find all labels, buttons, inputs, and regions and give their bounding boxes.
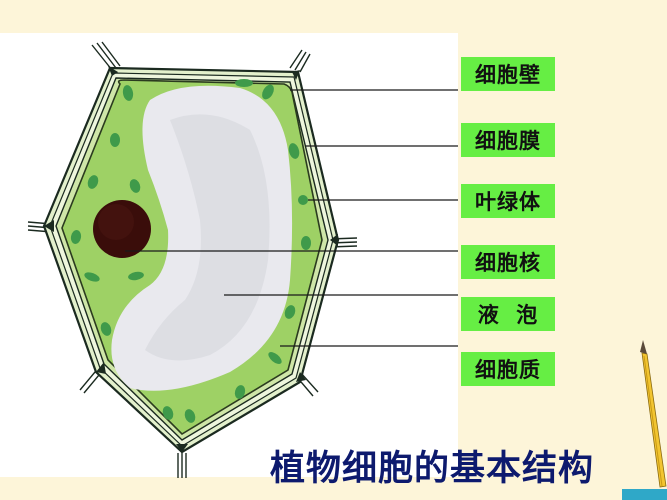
leader-lines xyxy=(125,89,458,347)
diagram-title: 植物细胞的基本结构 xyxy=(270,449,595,489)
slide-nav-button[interactable] xyxy=(622,489,667,500)
label-cytoplasm: 细胞质 xyxy=(461,352,555,386)
label-vacuole: 液 泡 xyxy=(461,297,555,331)
label-chloroplast: 叶绿体 xyxy=(461,184,555,218)
label-nucleus: 细胞核 xyxy=(461,245,555,279)
chloroplasts xyxy=(70,79,311,423)
label-cell-wall: 细胞壁 xyxy=(461,57,555,91)
label-cell-membrane: 细胞膜 xyxy=(461,123,555,157)
